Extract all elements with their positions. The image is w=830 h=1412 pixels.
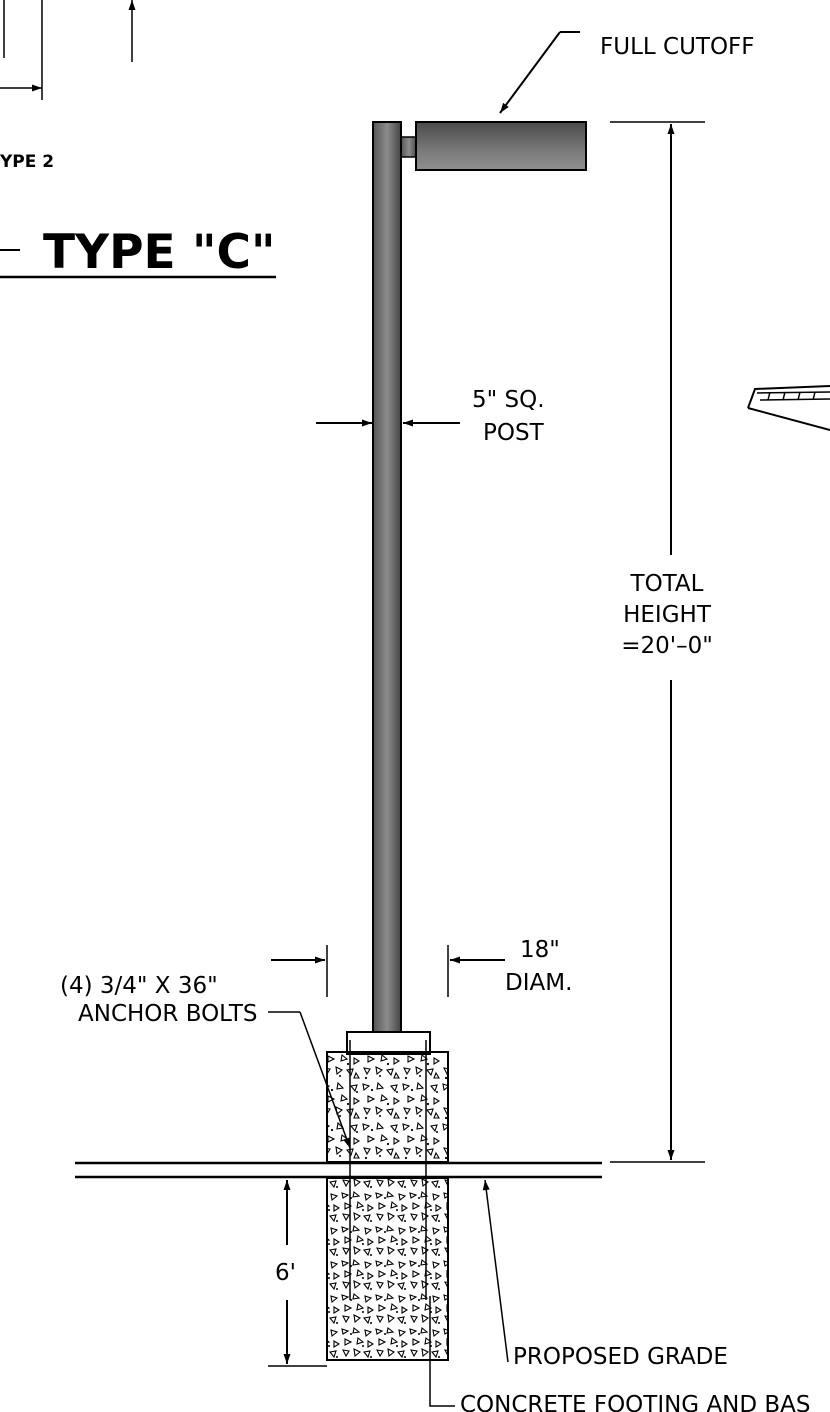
total-height-dimension: TOTAL HEIGHT =20'–0" [610, 121, 713, 1163]
concrete-footing-label: CONCRETE FOOTING AND BAS [460, 1392, 811, 1412]
fixture-head [415, 121, 587, 171]
light-post: 5" SQ. POST [316, 121, 545, 1033]
anchor-bolt-size-label: (4) 3/4" X 36" [60, 973, 218, 999]
concrete-footing [326, 1031, 449, 1361]
post-label: POST [483, 420, 545, 446]
diameter-label: DIAM. [505, 970, 572, 996]
diameter-value: 18" [520, 937, 560, 963]
anchor-bolts-callout: (4) 3/4" X 36" ANCHOR BOLTS [60, 973, 351, 1149]
height-label: HEIGHT [623, 602, 712, 628]
depth-label: 6' [275, 1260, 296, 1286]
height-value: =20'–0" [621, 633, 713, 659]
detail-title: TYPE "C" [0, 225, 276, 280]
depth-dimension: 6' [268, 1180, 327, 1367]
type-2-label: YPE 2 [0, 152, 54, 172]
footing-diameter-dimension: 18" DIAM. [271, 937, 572, 997]
base-plate [346, 1031, 431, 1055]
adjacent-detail-fragment: YPE 2 [0, 0, 136, 172]
adjacent-detail-fragment-right [747, 385, 830, 431]
light-fixture: FULL CUTOFF [400, 31, 755, 171]
proposed-grade-callout: PROPOSED GRADE [482, 1179, 728, 1370]
square-post [372, 121, 402, 1033]
post-size-label: 5" SQ. [472, 387, 545, 413]
footing-above-grade [326, 1051, 449, 1163]
full-cutoff-label: FULL CUTOFF [600, 34, 755, 60]
concrete-footing-callout: CONCRETE FOOTING AND BAS [429, 1296, 811, 1412]
page-title: TYPE "C" [43, 225, 275, 280]
total-label: TOTAL [630, 571, 704, 597]
proposed-grade-label: PROPOSED GRADE [513, 1344, 728, 1370]
grade-line [75, 1161, 602, 1179]
fixture-arm [400, 136, 418, 158]
footing-below-grade [326, 1177, 449, 1361]
anchor-bolt-label: ANCHOR BOLTS [78, 1001, 257, 1027]
